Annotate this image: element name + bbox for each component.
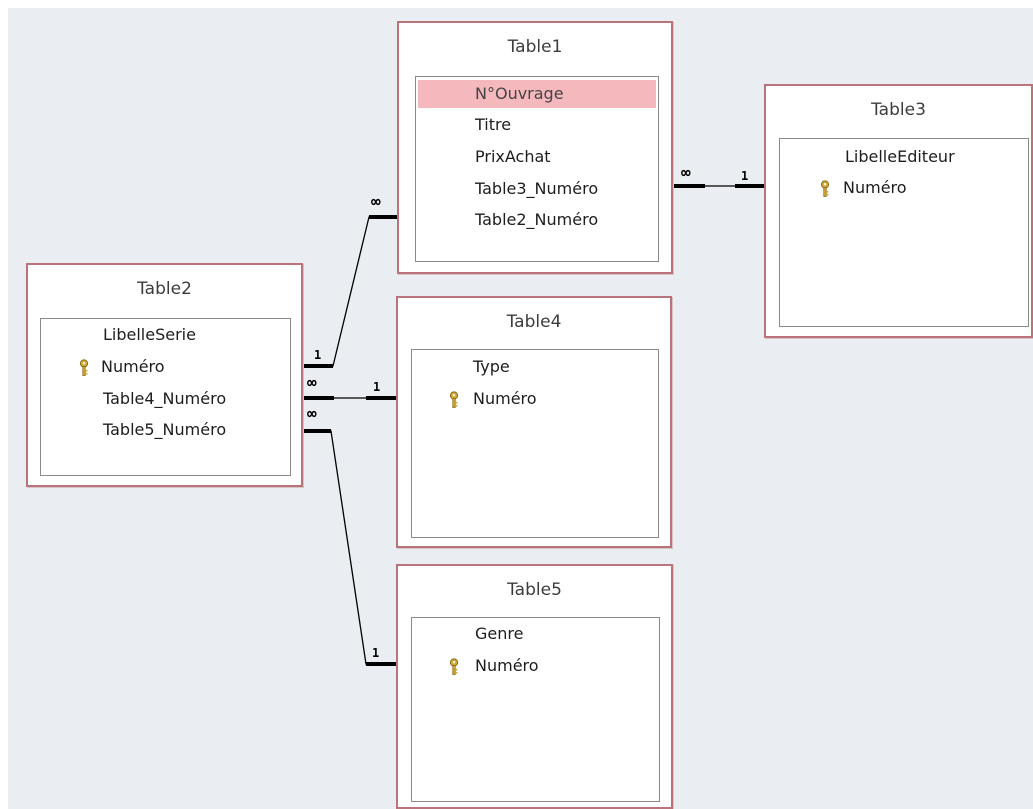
- relationship-table2-table1[interactable]: [302, 215, 399, 368]
- field-name: Numéro: [101, 357, 165, 376]
- table5-window[interactable]: Table5 Genre Numéro: [396, 564, 673, 809]
- table3-field-list[interactable]: LibelleEditeur Numéro: [779, 138, 1029, 327]
- field-row-table5-numero[interactable]: Table5_Numéro: [41, 416, 290, 444]
- cardinality-one-table4-side: 1: [373, 380, 381, 394]
- field-row-numero[interactable]: Numéro: [412, 385, 658, 413]
- cardinality-one-table2-side: 1: [314, 348, 322, 362]
- field-row-prixachat[interactable]: PrixAchat: [416, 143, 658, 171]
- cardinality-many-table1-side: ∞: [371, 192, 381, 211]
- relationship-table2-table5[interactable]: [302, 429, 397, 666]
- field-row-numero[interactable]: Numéro: [780, 174, 1028, 202]
- field-name: N°Ouvrage: [475, 84, 564, 103]
- field-name: Table3_Numéro: [475, 179, 599, 198]
- table2-title[interactable]: Table2: [137, 279, 192, 299]
- field-row-table4-numero[interactable]: Table4_Numéro: [41, 385, 290, 413]
- table1-field-list[interactable]: N°Ouvrage Titre PrixAchat Table3_Numéro …: [415, 76, 659, 262]
- table3-title[interactable]: Table3: [871, 100, 926, 120]
- field-name: Numéro: [475, 656, 539, 675]
- field-row-type[interactable]: Type: [412, 353, 658, 381]
- table2-field-list[interactable]: LibelleSerie Numéro Table4_Numéro Table5…: [40, 318, 291, 476]
- table1-title[interactable]: Table1: [507, 37, 563, 57]
- cardinality-many-table2-side: ∞: [307, 373, 317, 392]
- field-name: LibelleEditeur: [845, 147, 955, 166]
- field-name: Type: [473, 357, 510, 376]
- cardinality-one-table3-side: 1: [741, 169, 749, 183]
- field-row-libelleserie[interactable]: LibelleSerie: [41, 321, 290, 349]
- field-row-titre[interactable]: Titre: [416, 111, 658, 139]
- field-name: Genre: [475, 624, 524, 643]
- field-name: Titre: [475, 115, 512, 134]
- table5-field-list[interactable]: Genre Numéro: [411, 617, 660, 802]
- join-line: [302, 430, 397, 665]
- field-name: Table5_Numéro: [103, 420, 227, 439]
- field-row-genre[interactable]: Genre: [412, 620, 659, 648]
- cardinality-many-table1-side: ∞: [681, 163, 691, 182]
- table3-window[interactable]: Table3 LibelleEditeur Numéro: [764, 84, 1033, 338]
- table1-window[interactable]: Table1 N°Ouvrage Titre PrixAchat Table3_…: [397, 21, 673, 274]
- field-name: PrixAchat: [475, 147, 551, 166]
- field-row-table2-numero[interactable]: Table2_Numéro: [416, 206, 658, 234]
- primary-key-icon: [79, 359, 89, 376]
- cardinality-one-table5-side: 1: [372, 646, 380, 660]
- table4-field-list[interactable]: Type Numéro: [411, 349, 659, 538]
- field-row-numero[interactable]: Numéro: [412, 652, 659, 680]
- field-row-libelleediteur[interactable]: LibelleEditeur: [780, 143, 1028, 171]
- primary-key-icon: [820, 180, 830, 197]
- table5-title[interactable]: Table5: [507, 580, 562, 600]
- field-row-nouvrage[interactable]: N°Ouvrage: [418, 80, 656, 108]
- field-name: Numéro: [473, 389, 537, 408]
- primary-key-icon: [449, 391, 459, 408]
- table4-title[interactable]: Table4: [506, 312, 562, 332]
- field-row-numero[interactable]: Numéro: [41, 353, 290, 381]
- table2-window[interactable]: Table2 LibelleSerie Numéro Table4_Numéro…: [26, 263, 303, 487]
- field-name: LibelleSerie: [103, 325, 196, 344]
- field-row-table3-numero[interactable]: Table3_Numéro: [416, 175, 658, 203]
- field-name: Table4_Numéro: [103, 389, 227, 408]
- cardinality-many-table2-side: ∞: [307, 404, 317, 423]
- table4-window[interactable]: Table4 Type Numéro: [396, 296, 672, 548]
- join-line: [302, 216, 399, 367]
- field-name: Table2_Numéro: [475, 210, 599, 229]
- primary-key-icon: [449, 658, 459, 675]
- field-name: Numéro: [843, 178, 907, 197]
